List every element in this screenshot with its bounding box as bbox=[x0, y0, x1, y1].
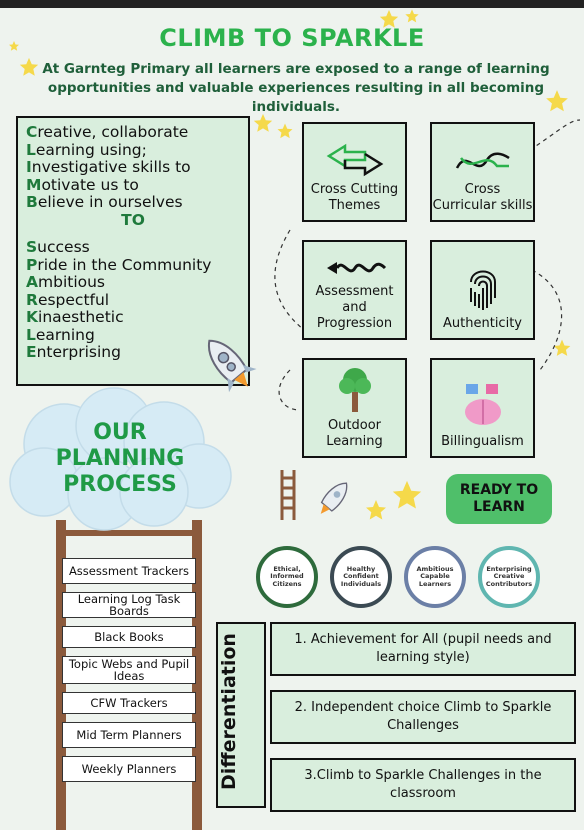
ladder-item-topic-webs: Topic Webs and Pupil Ideas bbox=[62, 656, 196, 684]
acrostic-line: Respectful bbox=[26, 290, 110, 309]
tile-label: Authenticity bbox=[443, 316, 522, 331]
wavy-arrow-icon bbox=[326, 262, 386, 274]
star-icon bbox=[277, 123, 293, 139]
acrostic-line: Pride in the Community bbox=[26, 255, 212, 274]
star-icon bbox=[9, 41, 19, 51]
differentiation-item: 1. Achievement for All (pupil needs and … bbox=[270, 622, 576, 676]
ladder-item-cfw-trackers: CFW Trackers bbox=[62, 692, 196, 714]
intro-text: At Garnteg Primary all learners are expo… bbox=[42, 61, 550, 115]
acrostic-line: Creative, collaborate bbox=[26, 123, 189, 141]
tile-cross-cutting-themes: Cross Cutting Themes bbox=[302, 122, 407, 222]
double-arrow-icon bbox=[326, 143, 383, 177]
acrostic-line: Kinaesthetic bbox=[26, 308, 124, 326]
star-icon bbox=[546, 90, 568, 112]
differentiation-label: Differentiation bbox=[218, 633, 240, 790]
acrostic-line: Ambitious bbox=[26, 273, 106, 291]
ready-to-learn-badge: READY TO LEARN bbox=[446, 474, 552, 524]
differentiation-item: 3.Climb to Sparkle Challenges in the cla… bbox=[270, 758, 576, 812]
acrostic-line: Success bbox=[26, 238, 90, 256]
ladder-item-weekly-planners: Weekly Planners bbox=[62, 756, 196, 782]
fingerprint-icon bbox=[469, 270, 496, 310]
star-icon bbox=[392, 480, 422, 509]
purpose-circle: Healthy Confident Individuals bbox=[330, 546, 392, 608]
star-icon bbox=[405, 9, 419, 23]
rocket-icon bbox=[207, 339, 257, 393]
star-icon bbox=[19, 57, 39, 76]
acrostic-line: Learning using; bbox=[26, 140, 147, 159]
page-title: CLIMB TO SPARKLE bbox=[159, 24, 425, 52]
squiggle-arrows-icon bbox=[455, 152, 510, 169]
tile-assessment-progression: Assessment and Progression bbox=[302, 240, 407, 340]
ladder-rung bbox=[58, 530, 200, 536]
star-icon bbox=[379, 9, 399, 28]
planning-process-title: OUR PLANNING PROCESS bbox=[55, 420, 185, 497]
purpose-circle: Enterprising Creative Contributors bbox=[478, 546, 540, 608]
brain-icon bbox=[464, 384, 501, 425]
dashed-path bbox=[274, 119, 581, 411]
purpose-circle: Ambitious Capable Learners bbox=[404, 546, 466, 608]
tree-icon bbox=[338, 368, 371, 412]
acrostic-line: Motivate us to bbox=[26, 175, 139, 194]
ladder-item-assessment-trackers: Assessment Trackers bbox=[62, 558, 196, 584]
tile-label: Billingualism bbox=[441, 434, 524, 449]
star-icon bbox=[253, 113, 273, 132]
tile-label: Cross Curricular skills bbox=[432, 182, 533, 213]
top-bar bbox=[0, 0, 584, 8]
acrostic-line: Learning bbox=[26, 325, 95, 344]
cloud-icon bbox=[9, 387, 232, 531]
ladder-icon bbox=[280, 470, 296, 520]
purpose-circle: Ethical, Informed Citizens bbox=[256, 546, 318, 608]
tile-label: Cross Cutting Themes bbox=[310, 182, 399, 213]
ladder-rail-left bbox=[56, 520, 66, 830]
star-icon bbox=[553, 339, 571, 356]
tile-cross-curricular-skills: Cross Curricular skills bbox=[430, 122, 535, 222]
acrostic-line: Believe in ourselves bbox=[26, 193, 183, 211]
ladder-item-black-books: Black Books bbox=[62, 626, 196, 648]
tile-outdoor-learning: Outdoor Learning bbox=[302, 358, 407, 458]
acrostic-to: TO bbox=[121, 210, 145, 229]
differentiation-bar bbox=[216, 622, 266, 808]
rocket-icon bbox=[320, 482, 348, 514]
ladder-item-mid-term-planners: Mid Term Planners bbox=[62, 722, 196, 748]
differentiation-item: 2. Independent choice Climb to Sparkle C… bbox=[270, 690, 576, 744]
acrostic-line: Enterprising bbox=[26, 343, 121, 361]
tile-bilingualism: Billingualism bbox=[430, 358, 535, 458]
ladder-item-learning-log: Learning Log Task Boards bbox=[62, 592, 196, 618]
tile-label: Outdoor Learning bbox=[326, 418, 383, 449]
tile-authenticity: Authenticity bbox=[430, 240, 535, 340]
acrostic-line: Investigative skills to bbox=[26, 158, 191, 176]
star-icon bbox=[366, 500, 386, 520]
tile-label: Assessment and Progression bbox=[315, 284, 394, 331]
ladder-rail-right bbox=[192, 520, 202, 830]
